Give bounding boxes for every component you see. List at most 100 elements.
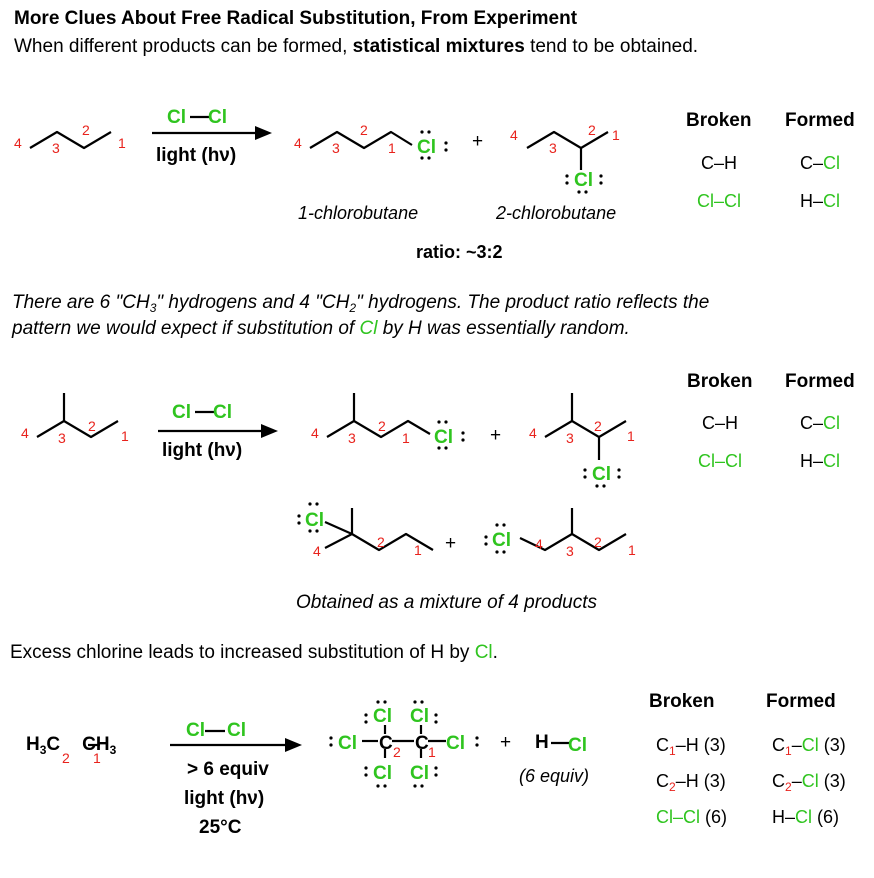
svg-text:Cl: Cl bbox=[305, 510, 324, 531]
table1-broken-clcl: Cl–Cl bbox=[697, 191, 742, 211]
table1-formed-hcl: H–Cl bbox=[800, 191, 841, 211]
svg-text:1: 1 bbox=[121, 428, 129, 444]
table3-formed-header: Formed bbox=[766, 691, 836, 712]
svg-text:2: 2 bbox=[393, 744, 401, 760]
table3-formed-c2cl: C2–Cl (3) bbox=[772, 771, 846, 794]
svg-text:2: 2 bbox=[62, 750, 70, 766]
table2-broken-clcl: Cl–Cl bbox=[698, 451, 743, 471]
r2-caption: Obtained as a mixture of 4 products bbox=[296, 592, 597, 613]
table2-broken-header: Broken bbox=[687, 371, 753, 392]
table3-broken-c2h: C2–H (3) bbox=[656, 771, 726, 794]
svg-text:Cl: Cl bbox=[338, 733, 357, 754]
svg-text:Cl: Cl bbox=[410, 706, 429, 727]
svg-text:2: 2 bbox=[594, 418, 602, 434]
svg-text:3: 3 bbox=[566, 543, 574, 559]
table1-formed-header: Formed bbox=[785, 110, 855, 131]
hcl-h: H bbox=[535, 732, 549, 753]
intro-after: tend to be obtained. bbox=[524, 36, 699, 57]
intro-sentence: When different products can be formed, s… bbox=[14, 36, 698, 58]
table1-broken-ch: C–H bbox=[701, 153, 738, 173]
svg-text:Cl: Cl bbox=[568, 735, 587, 756]
svg-text:C: C bbox=[415, 733, 429, 754]
table2-formed-ccl: C–Cl bbox=[800, 413, 841, 433]
svg-text:4: 4 bbox=[313, 543, 321, 559]
svg-text:4: 4 bbox=[311, 425, 319, 441]
r2-product3-skeleton bbox=[351, 532, 434, 552]
svg-text:1: 1 bbox=[628, 542, 636, 558]
intro-before: When different products can be formed, bbox=[14, 36, 353, 57]
svg-text:3: 3 bbox=[52, 140, 60, 156]
table3-broken-clcl: Cl–Cl (6) bbox=[656, 807, 728, 827]
svg-text:3: 3 bbox=[549, 140, 557, 156]
svg-text:Cl: Cl bbox=[492, 530, 511, 551]
ratio-label: ratio: ~3:2 bbox=[416, 242, 503, 262]
1-chlorobutane-skeleton bbox=[309, 130, 413, 150]
svg-text:1: 1 bbox=[118, 135, 126, 151]
intro-bold: statistical mixtures bbox=[352, 36, 525, 57]
svg-text:4: 4 bbox=[529, 425, 537, 441]
excess-sentence: Excess chlorine leads to increased subst… bbox=[10, 642, 498, 663]
explanation-line2: pattern we would expect if substitution … bbox=[12, 318, 630, 339]
svg-text:C: C bbox=[379, 733, 393, 754]
svg-text:2: 2 bbox=[377, 534, 385, 550]
table1-formed-ccl: C–Cl bbox=[800, 153, 841, 173]
svg-text:4: 4 bbox=[294, 135, 302, 151]
r2-plus-2: + bbox=[445, 533, 457, 554]
svg-text:3: 3 bbox=[332, 140, 340, 156]
svg-text:Cl: Cl bbox=[417, 137, 436, 158]
table2-broken-ch: C–H bbox=[702, 413, 739, 433]
table3-formed-hcl: H–Cl (6) bbox=[772, 807, 840, 827]
product-name-1-chlorobutane: 1-chlorobutane bbox=[298, 203, 419, 223]
svg-text:Cl: Cl bbox=[434, 427, 453, 448]
table2-formed-header: Formed bbox=[785, 371, 855, 392]
svg-text:3: 3 bbox=[566, 430, 574, 446]
table3-broken-header: Broken bbox=[649, 691, 715, 712]
svg-text:1: 1 bbox=[612, 127, 620, 143]
svg-text:2: 2 bbox=[588, 122, 596, 138]
r3-cond-light: light (hν) bbox=[184, 788, 265, 809]
butane-skeleton bbox=[29, 130, 112, 150]
r3-plus: + bbox=[500, 732, 512, 753]
svg-text:Cl: Cl bbox=[373, 706, 392, 727]
2-chlorobutane-skeleton bbox=[526, 130, 609, 150]
table3-formed-c1cl: C1–Cl (3) bbox=[772, 735, 846, 758]
svg-text:1: 1 bbox=[402, 430, 410, 446]
svg-text:2: 2 bbox=[360, 122, 368, 138]
svg-text:1: 1 bbox=[428, 744, 436, 760]
table1-broken-header: Broken bbox=[686, 110, 752, 131]
hcl-equiv: (6 equiv) bbox=[519, 766, 590, 786]
r1-plus: + bbox=[472, 131, 484, 152]
table3-broken-c1h: C1–H (3) bbox=[656, 735, 726, 758]
explanation-line1: There are 6 "CH3" hydrogens and 4 "CH2" … bbox=[12, 292, 710, 315]
svg-text:2: 2 bbox=[82, 122, 90, 138]
svg-text:Cl: Cl bbox=[592, 464, 611, 485]
r3-cond-equiv: > 6 equiv bbox=[187, 759, 269, 780]
svg-text:4: 4 bbox=[21, 425, 29, 441]
svg-text:1: 1 bbox=[93, 750, 101, 766]
svg-text:4: 4 bbox=[535, 536, 543, 552]
svg-text:2: 2 bbox=[378, 418, 386, 434]
svg-text:Cl: Cl bbox=[410, 763, 429, 784]
r3-cond-temp: 25°C bbox=[199, 817, 242, 838]
2-methylbutane-skeleton bbox=[36, 419, 119, 439]
r1-reagent-bottom: light (hν) bbox=[156, 145, 237, 166]
r2-product1-skeleton bbox=[326, 419, 431, 439]
svg-text:1: 1 bbox=[627, 428, 635, 444]
svg-text:1: 1 bbox=[414, 542, 422, 558]
svg-text:Cl: Cl bbox=[574, 170, 593, 191]
svg-text:2: 2 bbox=[88, 418, 96, 434]
svg-text:Cl: Cl bbox=[446, 733, 465, 754]
svg-text:Cl: Cl bbox=[373, 763, 392, 784]
svg-text:2: 2 bbox=[594, 534, 602, 550]
svg-text:3: 3 bbox=[348, 430, 356, 446]
page-title: More Clues About Free Radical Substituti… bbox=[14, 8, 578, 29]
r2-plus-1: + bbox=[490, 425, 502, 446]
svg-text:3: 3 bbox=[58, 430, 66, 446]
svg-text:4: 4 bbox=[14, 135, 22, 151]
table2-formed-hcl: H–Cl bbox=[800, 451, 841, 471]
